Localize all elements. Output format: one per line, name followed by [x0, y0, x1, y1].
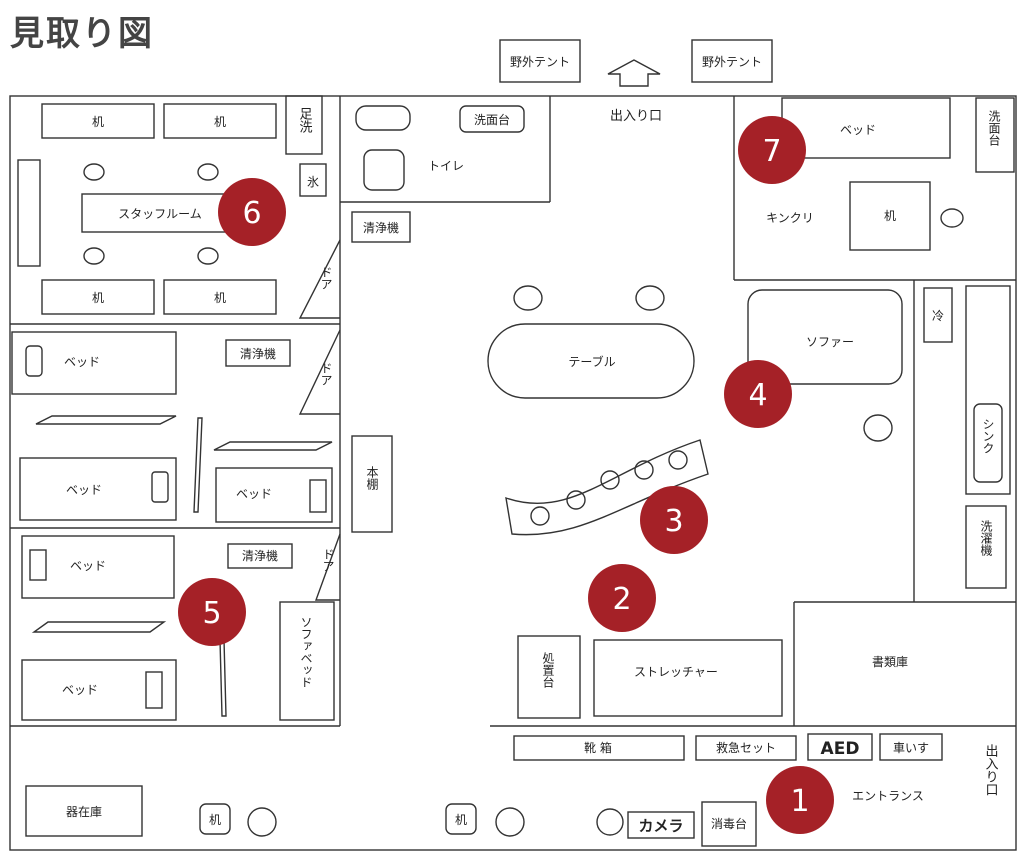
- sofa-bed-label: ソファベッド: [299, 616, 313, 688]
- camera-label: カメラ: [638, 817, 683, 835]
- sofa-label: ソファー: [806, 335, 854, 349]
- disinfect-label: 消毒台: [711, 816, 747, 831]
- kitchen-label: キンクリ: [766, 211, 814, 225]
- up-arrow-icon: [607, 59, 661, 87]
- door-label: ドア: [321, 548, 335, 572]
- washbasin-label: 洗面台: [987, 110, 1001, 146]
- washbasin-label: 洗面台: [474, 112, 510, 127]
- fridge-label: 冷: [932, 309, 944, 323]
- marker-number-3: 3: [664, 504, 683, 539]
- desk-label: 机: [209, 813, 221, 827]
- numbered-markers: 1 2 3 4 5 6 7: [178, 116, 834, 834]
- desk-label: 机: [92, 115, 104, 129]
- desk-label: 机: [884, 209, 896, 223]
- tent-left-label: 野外テント: [510, 55, 570, 69]
- bed-label: ベッド: [62, 683, 98, 697]
- marker-circle-1: [766, 766, 834, 834]
- marker-circle-7: [738, 116, 806, 184]
- bed-label: ベッド: [64, 355, 100, 369]
- foot-wash-label: 足洗: [297, 107, 313, 134]
- marker-number-7: 7: [762, 134, 781, 169]
- storage-label: 器在庫: [66, 805, 102, 819]
- desk-label: 机: [455, 813, 467, 827]
- bed-label: ベッド: [236, 487, 272, 501]
- marker-circle-4: [724, 360, 792, 428]
- tent-right-box: [691, 39, 773, 83]
- table-label: テーブル: [568, 354, 615, 369]
- desk-label: 机: [214, 115, 226, 129]
- marker-circle-5: [178, 578, 246, 646]
- page-title: 見取り図: [10, 14, 154, 54]
- bed-label: ベッド: [70, 559, 106, 573]
- purifier-label: 清浄機: [363, 220, 399, 235]
- treatment-label: 処置台: [541, 652, 555, 688]
- marker-number-2: 2: [612, 582, 631, 617]
- aed-label: AED: [821, 739, 860, 759]
- marker-number-6: 6: [242, 196, 261, 231]
- exit-top-label: 出入り口: [610, 109, 662, 124]
- sink-label: シンク: [981, 418, 995, 454]
- desk-label: 机: [92, 291, 104, 305]
- door-label: ドア: [319, 362, 333, 386]
- washer-label: 洗濯機: [979, 520, 993, 556]
- purifier-label: 清浄機: [242, 548, 278, 563]
- documents-label: 書類庫: [872, 655, 908, 669]
- bookshelf-label: 本棚: [365, 466, 379, 491]
- wheelchair-label: 車いす: [893, 741, 929, 755]
- bed-label: ベッド: [840, 123, 876, 137]
- bed-label: ベッド: [66, 483, 102, 497]
- purifier-label: 清浄機: [240, 346, 276, 361]
- toilet-label: トイレ: [428, 159, 464, 173]
- tent-right-label: 野外テント: [702, 55, 762, 69]
- desk-label: 机: [214, 291, 226, 305]
- marker-number-4: 4: [748, 378, 767, 413]
- marker-number-1: 1: [790, 784, 809, 819]
- outer-wall: [9, 95, 1017, 851]
- first-aid-label: 救急セット: [716, 740, 776, 755]
- marker-circle-2: [588, 564, 656, 632]
- entrance-label: エントランス: [852, 789, 924, 803]
- shoe-box-label: 靴 箱: [584, 740, 612, 755]
- marker-circle-3: [640, 486, 708, 554]
- exit-right-label: 出入り口: [983, 744, 999, 796]
- marker-number-5: 5: [202, 596, 221, 631]
- stretcher-label: ストレッチャー: [634, 665, 718, 679]
- ice-label: 氷: [307, 175, 319, 189]
- tent-left-box: [499, 39, 581, 83]
- door-label: ドア: [319, 266, 333, 290]
- staff-room-label: スタッフルーム: [118, 207, 202, 221]
- marker-circle-6: [218, 178, 286, 246]
